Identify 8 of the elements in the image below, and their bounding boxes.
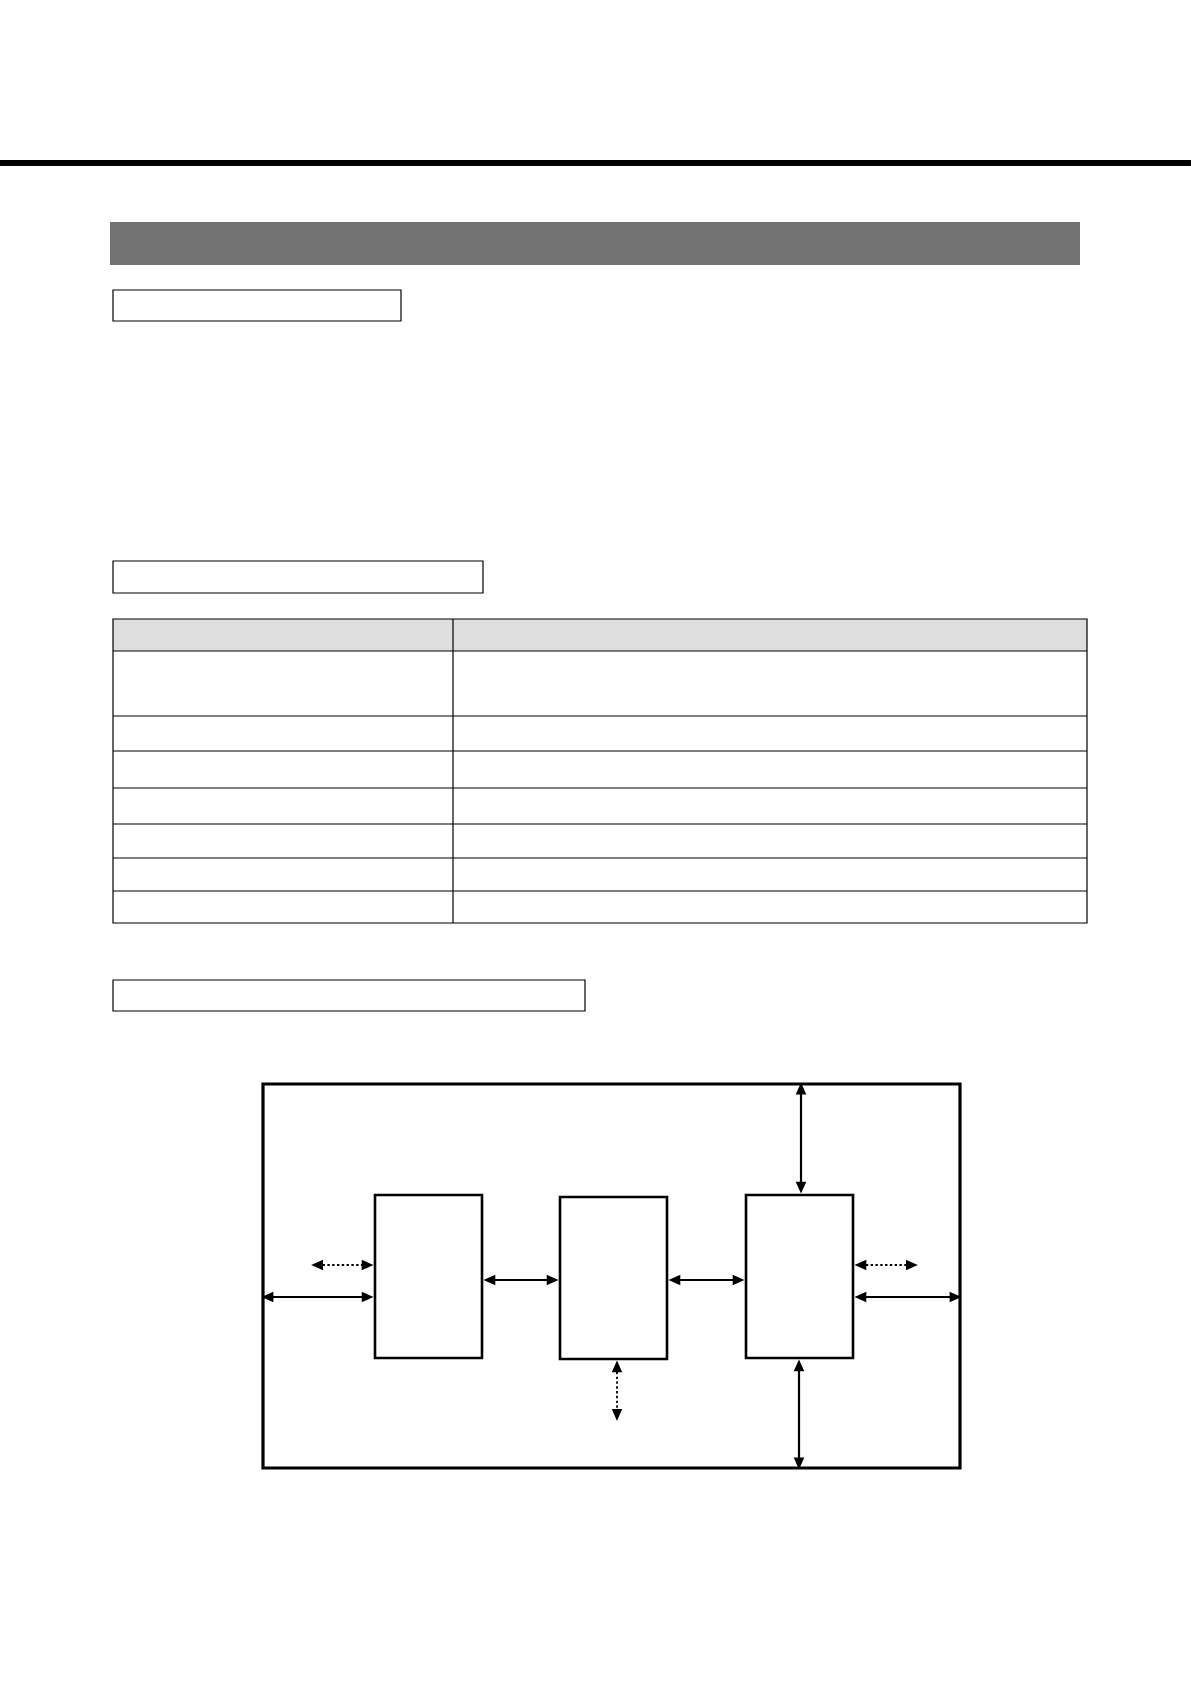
frame-box: [261, 1082, 962, 1470]
block-box: [558, 1195, 669, 1361]
block-box: [744, 1193, 855, 1360]
heading-box: [112, 560, 484, 594]
block-box: [373, 1193, 484, 1360]
heading-box: [112, 289, 402, 322]
section-banner: [110, 222, 1080, 265]
heading-box: [112, 979, 586, 1012]
